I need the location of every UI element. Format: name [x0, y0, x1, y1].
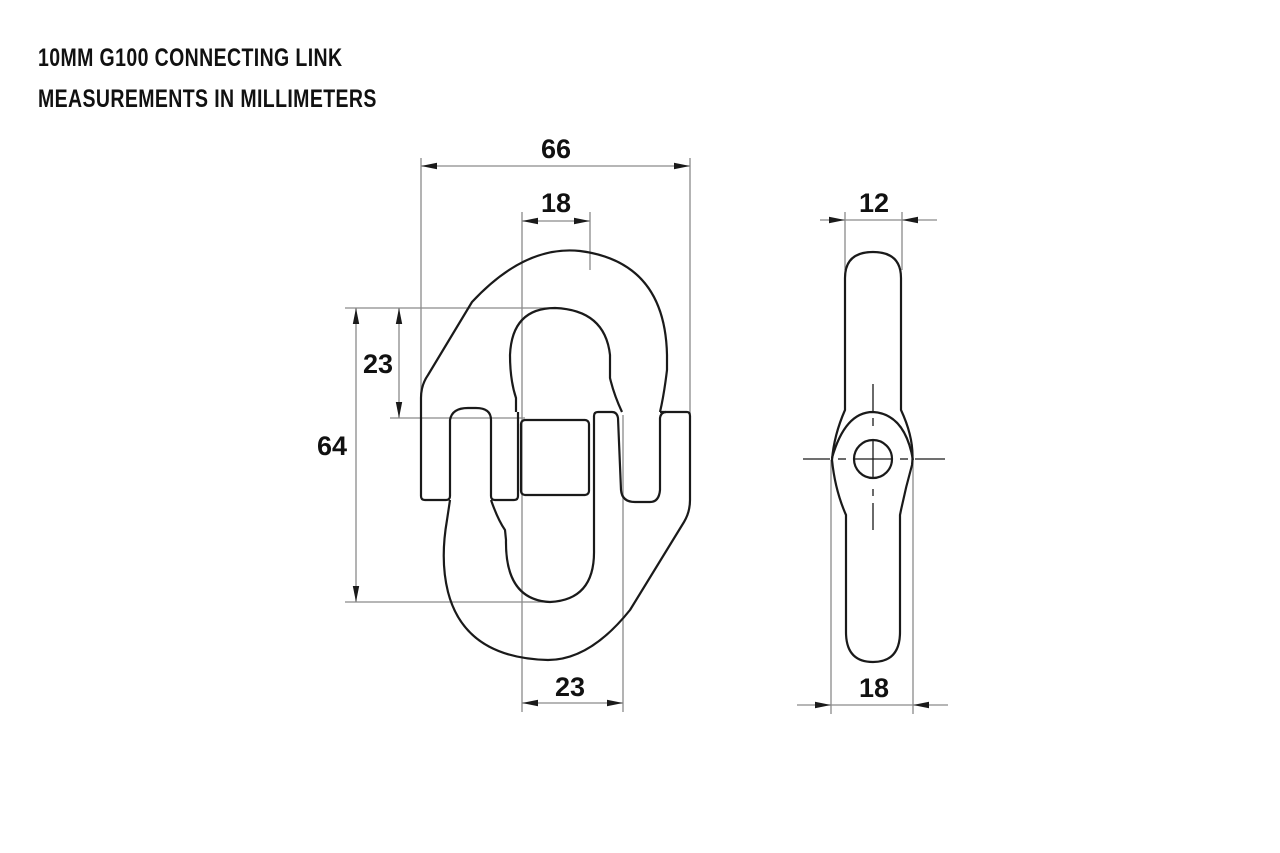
dim-center-width-bottom: 23: [555, 672, 585, 702]
dim-overall-height: 64: [317, 431, 347, 461]
dim-center-width-top: 18: [541, 188, 571, 218]
dim-side-thickness: 12: [859, 188, 889, 218]
dim-side-hub-width: 18: [859, 673, 889, 703]
dim-bow-inner-height: 23: [363, 349, 393, 379]
title-line-1: 10MM G100 CONNECTING LINK: [38, 44, 343, 72]
side-dimension-lines: [797, 216, 948, 709]
link-outline: [419, 249, 692, 662]
drawing-title: 10MM G100 CONNECTING LINK MEASUREMENTS I…: [38, 38, 377, 120]
dim-overall-width: 66: [541, 134, 571, 164]
side-view: 12 18: [797, 188, 948, 714]
dimension-lines: [352, 162, 690, 707]
title-line-2: MEASUREMENTS IN MILLIMETERS: [38, 85, 377, 113]
center-lines: [803, 384, 945, 530]
front-view: 66 18 23 64 23: [317, 134, 692, 712]
